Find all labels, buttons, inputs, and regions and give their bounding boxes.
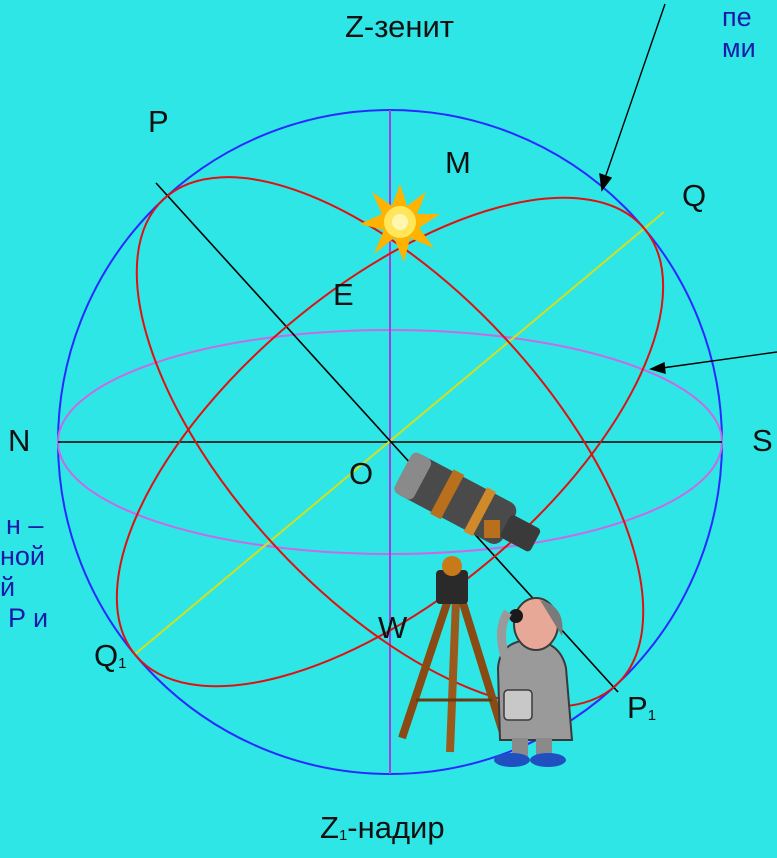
label-w: W <box>378 610 408 645</box>
callout-left-line1: н – <box>6 510 44 540</box>
p1-subscript: 1 <box>647 707 657 724</box>
equator-axis-q-q1 <box>133 211 665 656</box>
label-p1: P1 <box>627 692 656 723</box>
nadir-text: -надир <box>347 810 445 845</box>
callout-top-right-line1: пе <box>722 2 752 32</box>
p1-symbol: P <box>627 690 648 725</box>
nadir-label: Z1-надир <box>320 812 445 843</box>
nadir-symbol: Z <box>320 810 339 845</box>
callout-arrow-top <box>599 3 666 192</box>
astronomer-with-telescope-icon <box>394 452 574 767</box>
celestial-meridian-circle <box>115 196 665 688</box>
nadir-subscript: 1 <box>338 827 348 844</box>
callout-left-line2: ной <box>0 541 46 572</box>
label-s: S <box>752 423 773 458</box>
label-q1: Q1 <box>94 640 126 671</box>
callout-left: н – ной й P и <box>0 510 48 634</box>
callout-left-line3: й <box>0 572 16 603</box>
sun-icon <box>360 184 440 262</box>
callout-arrow-right <box>648 351 777 374</box>
label-p: P <box>148 104 169 139</box>
callout-top-right: пе ми <box>722 2 756 64</box>
callout-left-line4: P и <box>8 603 49 634</box>
label-n: N <box>8 423 31 458</box>
zenith-label: Z-зенит <box>345 9 454 44</box>
label-m: M <box>445 145 471 180</box>
q1-symbol: Q <box>94 638 119 673</box>
label-e: E <box>333 277 354 312</box>
label-q: Q <box>682 178 707 213</box>
q1-subscript: 1 <box>118 655 127 672</box>
callout-top-right-line2: ми <box>722 33 756 64</box>
label-o: O <box>349 456 374 491</box>
celestial-equator-circle <box>135 176 645 708</box>
